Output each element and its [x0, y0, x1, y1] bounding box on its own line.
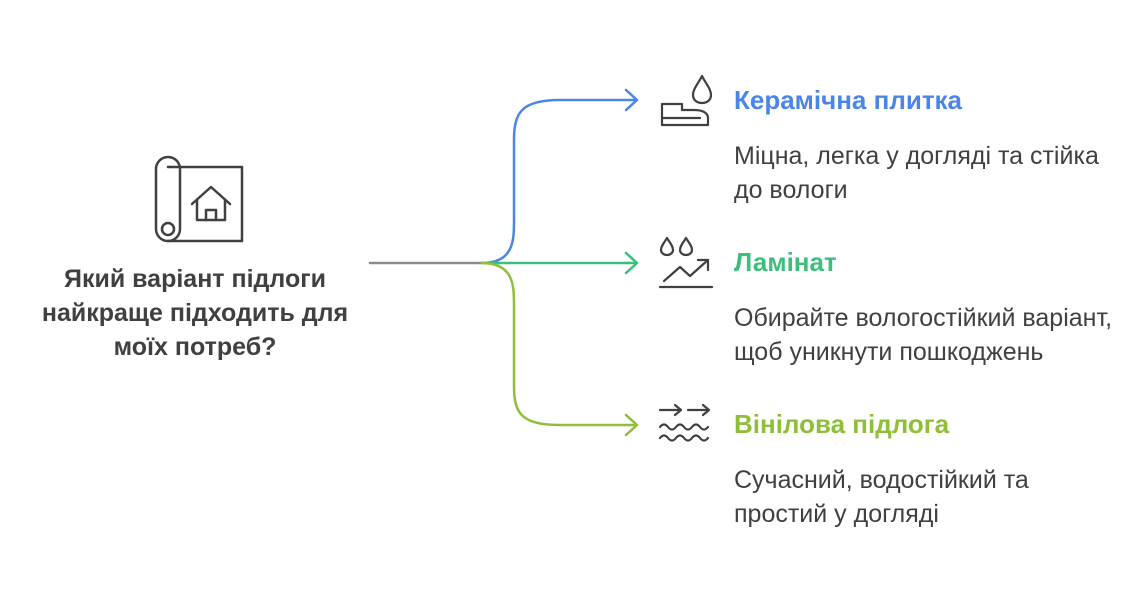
arrow-head-ceramic: [624, 88, 639, 112]
option-description-vinyl: Сучасний, водостійкий та простий у догля…: [734, 466, 1029, 528]
main-question: Який варіант підлоги найкраще підходить …: [41, 265, 349, 361]
branch-ceramic: [480, 98, 638, 265]
option-description-ceramic: Міцна, легка у догляді та стійка до воло…: [734, 142, 1099, 204]
drops-rising-arrow-icon: [658, 236, 714, 289]
arrows-over-waves-icon: [658, 403, 711, 442]
floor-plan-roll-house-icon: [154, 155, 244, 243]
arrow-head-vinyl: [624, 413, 639, 437]
option-title-ceramic: Керамічна плитка: [734, 85, 963, 115]
option-title-vinyl: Вінілова підлога: [734, 409, 950, 439]
option-title-laminate: Ламінат: [734, 247, 837, 277]
arrow-head-laminate: [624, 251, 639, 275]
option-description-laminate: Обирайте вологостійкий варіант, щоб уник…: [734, 304, 1113, 366]
branch-vinyl: [480, 261, 638, 427]
drop-on-surface-icon: [660, 74, 713, 127]
